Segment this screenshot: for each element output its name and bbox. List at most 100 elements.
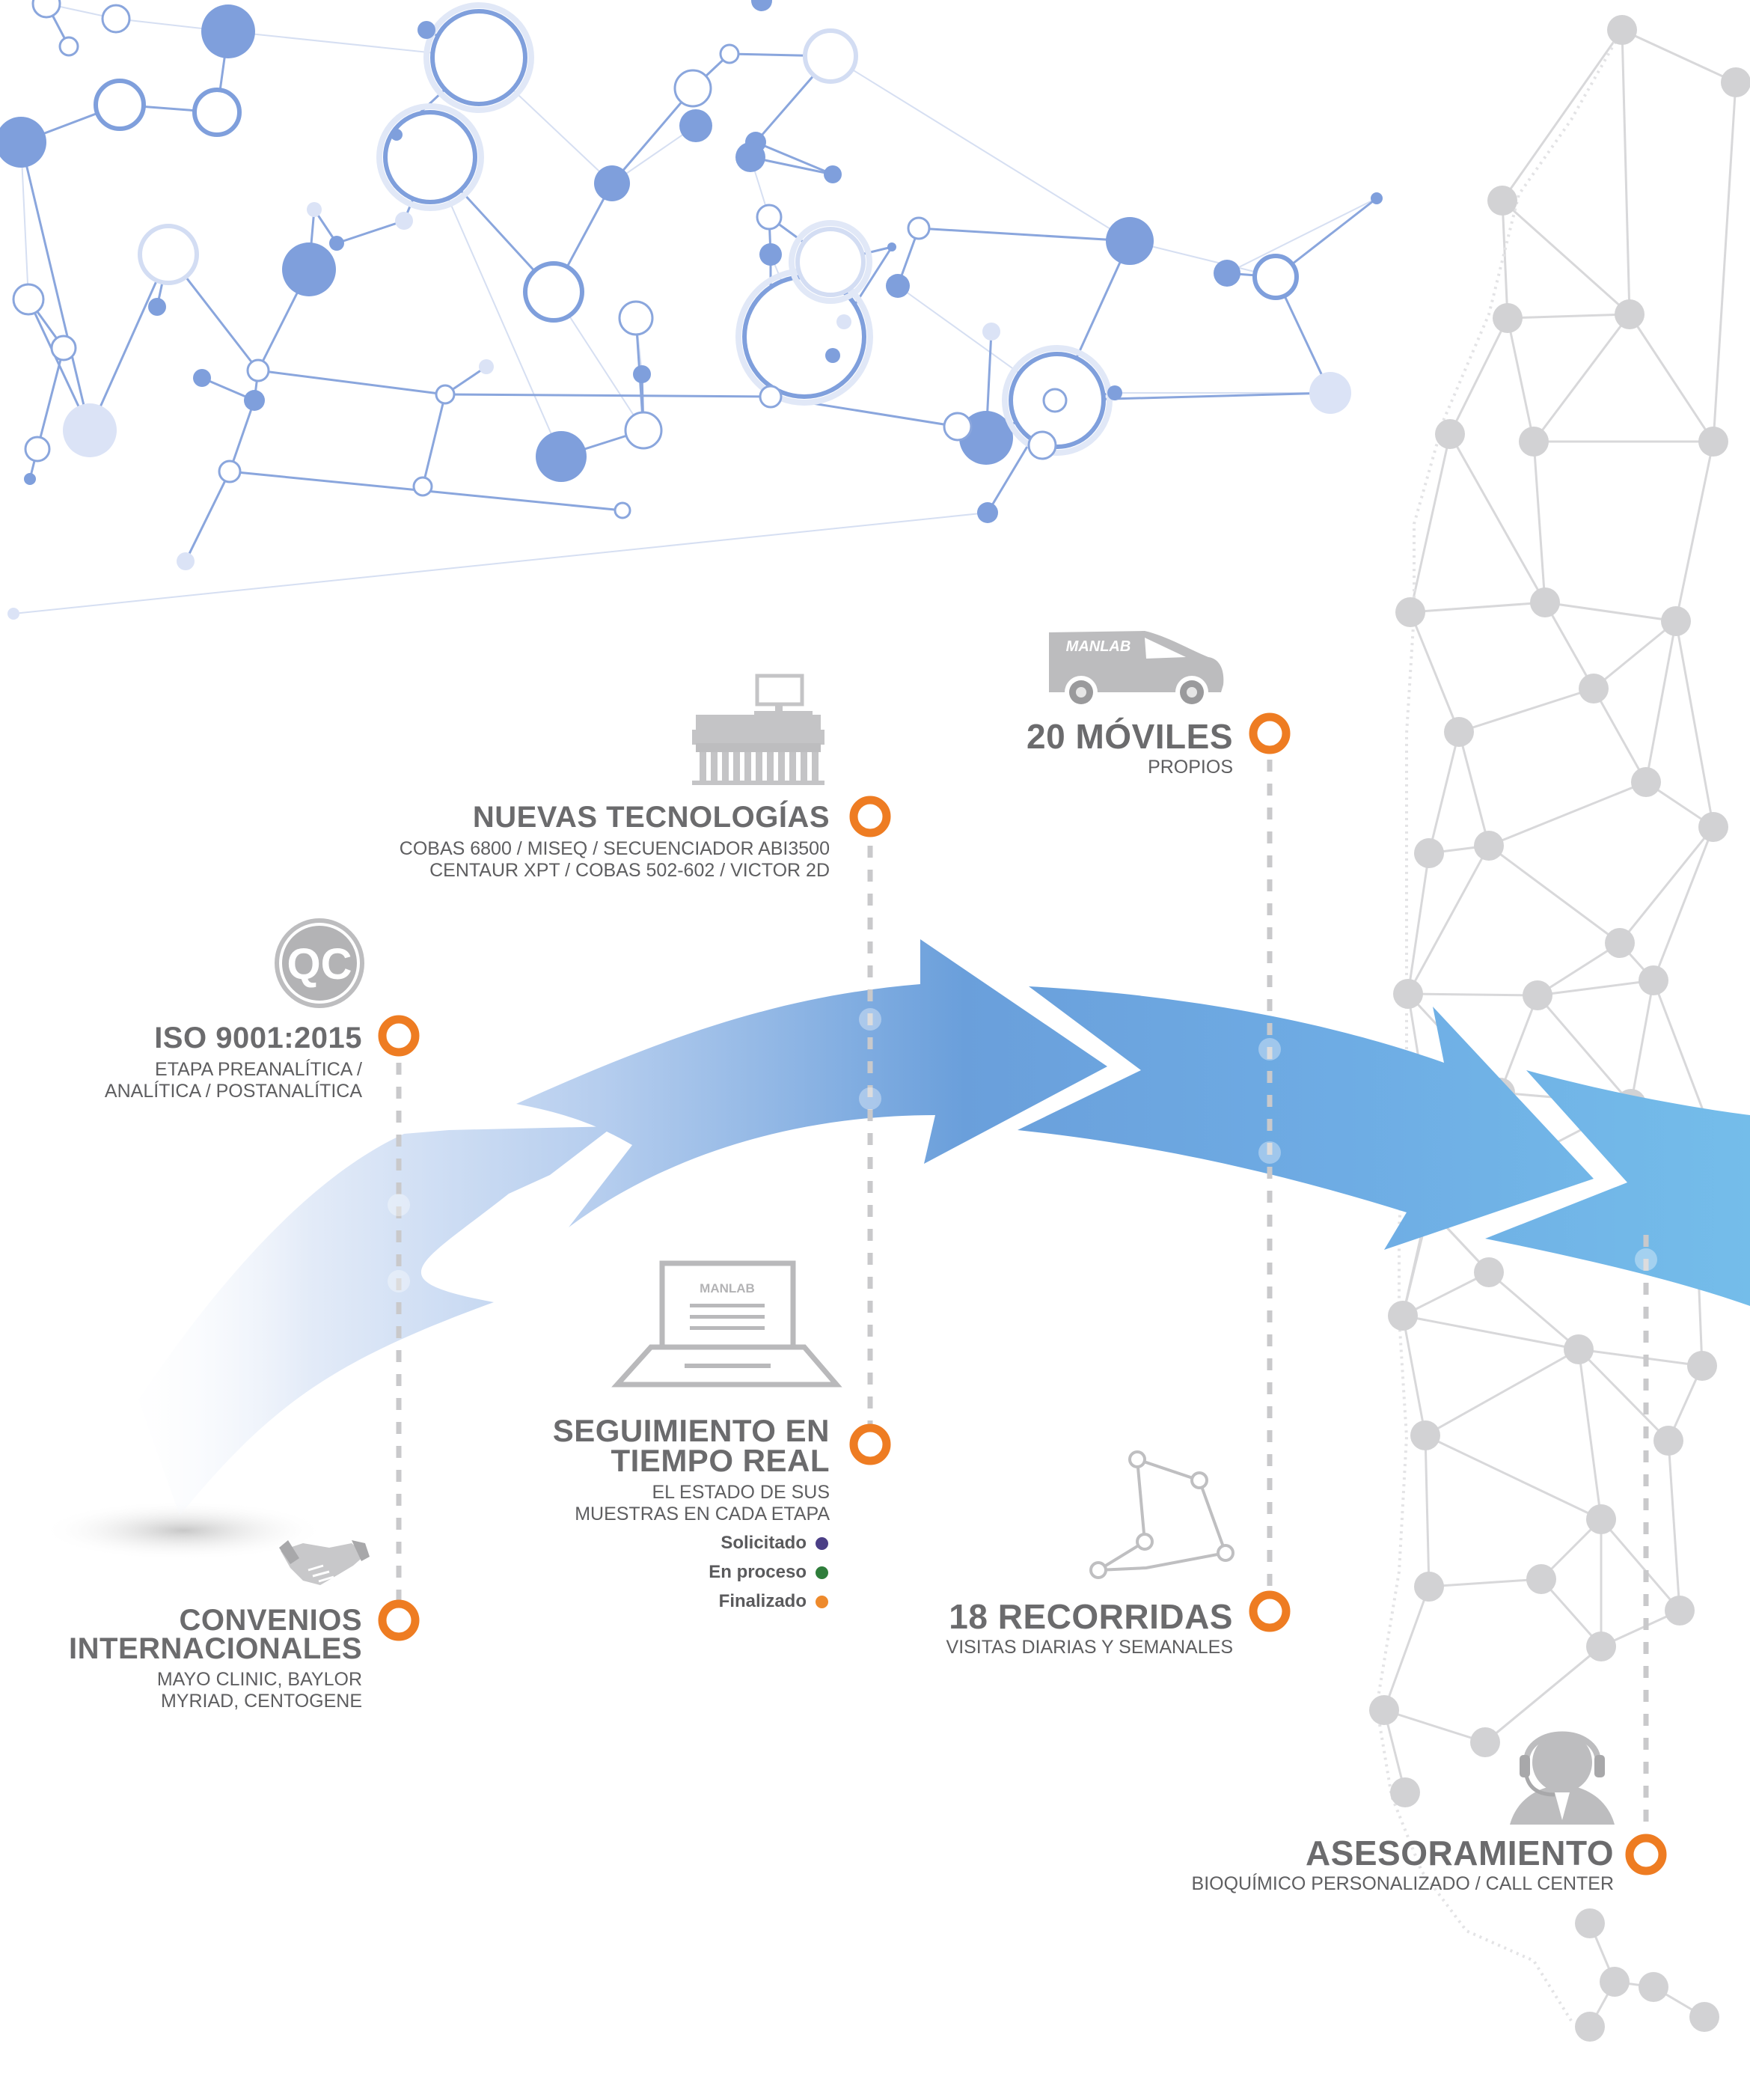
connector-arrow-crossing <box>1635 1248 1657 1271</box>
gray-network-node <box>1414 1572 1444 1602</box>
blue-network-node <box>756 204 783 231</box>
gray-network-link <box>1501 200 1509 319</box>
blue-network-faint-link <box>1129 240 1276 278</box>
gray-network-link <box>1712 82 1737 442</box>
blue-network-node <box>1106 217 1154 265</box>
gray-network-link <box>1536 995 1633 1105</box>
gray-network-link <box>1645 620 1677 783</box>
machine-rib <box>812 752 819 782</box>
blue-network-node <box>218 460 242 483</box>
blue-network-node <box>1107 385 1122 400</box>
blue-network-node <box>1371 192 1383 204</box>
milestone-moviles-subtitle: PROPIOS <box>1148 757 1233 778</box>
blue-network-node <box>12 283 45 316</box>
gray-network-node <box>1393 979 1423 1009</box>
blue-network-node <box>735 142 765 172</box>
gray-network-node <box>1474 831 1504 861</box>
gray-network-link <box>1618 826 1715 944</box>
blue-network-node <box>633 365 651 383</box>
status-solicitado-label: Solicitado <box>721 1533 807 1553</box>
machine-rib <box>700 752 706 782</box>
laptop-tracking-icon: MANLAB <box>611 1260 842 1388</box>
gray-network-link <box>1592 688 1647 783</box>
gray-network-link <box>1488 844 1621 944</box>
blue-network-node <box>536 431 587 482</box>
gray-network-link <box>1652 826 1715 981</box>
gray-network-node <box>1687 1351 1717 1381</box>
gray-network-link <box>1448 433 1546 603</box>
milestone-moviles: 20 MÓVILES PROPIOS <box>1027 719 1233 778</box>
gray-network-link <box>1448 317 1509 435</box>
gray-network-link <box>1540 1578 1603 1647</box>
gray-network-link <box>1457 731 1490 846</box>
milestone-seguimiento-subtitle-1: EL ESTADO DE SUS <box>652 1482 830 1503</box>
blue-network-node <box>391 129 403 141</box>
gray-network-node <box>1605 928 1635 958</box>
blue-network-node <box>1214 260 1240 287</box>
blue-network-node <box>836 314 851 329</box>
blue-network-link <box>444 393 771 398</box>
connector-arrow-crossing <box>1258 1038 1281 1060</box>
blue-network-node <box>759 243 782 266</box>
blue-network-node <box>825 348 840 363</box>
blue-network-node <box>1252 254 1299 300</box>
milestone-convenios-title-1: CONVENIOS <box>179 1604 362 1637</box>
gray-network-node <box>1689 2002 1719 2032</box>
blue-network-node <box>679 109 712 142</box>
milestone-marker <box>378 1015 420 1057</box>
blue-network-node <box>24 473 36 485</box>
connector-arrow-crossing <box>1258 1141 1281 1164</box>
svg-text:MANLAB: MANLAB <box>1066 638 1131 655</box>
gray-network-node <box>1721 67 1750 97</box>
connector-arrow-crossing <box>388 1194 410 1216</box>
gray-network-link <box>1667 1440 1681 1611</box>
blue-network-node <box>7 608 19 620</box>
machine-rib <box>733 752 740 782</box>
blue-network-node <box>58 36 79 57</box>
blue-network-link <box>336 219 405 245</box>
gray-network-node <box>1661 606 1691 636</box>
blue-network-node <box>201 4 255 58</box>
gray-network-node <box>1615 299 1645 329</box>
blue-network-faint-link <box>13 512 988 614</box>
gray-network-node <box>1564 1334 1594 1364</box>
milestone-convenios-subtitle-1: MAYO CLINIC, BAYLOR <box>156 1669 362 1690</box>
blue-network-node <box>395 212 413 230</box>
machine-rib <box>722 752 729 782</box>
arrow-segment-1 <box>138 1126 614 1516</box>
gray-network-link <box>1600 1518 1681 1611</box>
blue-network-node <box>246 358 270 382</box>
status-solicitado: Solicitado <box>721 1533 828 1554</box>
blue-network-node <box>329 236 344 251</box>
gray-network-link <box>1674 620 1715 828</box>
connector-arrow-crossing <box>859 1087 881 1110</box>
blue-network-node <box>417 21 435 39</box>
gray-network-link <box>1532 441 1546 603</box>
blue-network-node <box>0 117 46 168</box>
gray-network-link <box>1630 980 1655 1105</box>
gray-network-node <box>1698 812 1728 842</box>
gray-network-node <box>1487 186 1517 216</box>
gray-network-link <box>1499 995 1539 1093</box>
blue-network-node <box>177 552 195 570</box>
gray-network-link <box>1674 441 1715 622</box>
machine-rib <box>711 752 718 782</box>
blue-network-node <box>94 79 146 131</box>
gray-network-link <box>1458 687 1594 733</box>
machine-rib <box>778 752 785 782</box>
blue-network-node <box>412 476 433 497</box>
arrow-shadow <box>41 1501 325 1560</box>
status-en-proceso: En proceso <box>709 1562 828 1583</box>
blue-network-node <box>795 227 866 297</box>
blue-network-link <box>918 227 1131 242</box>
blue-network-link <box>755 141 833 176</box>
status-en-proceso-label: En proceso <box>709 1562 807 1582</box>
gray-network-node <box>1414 838 1444 868</box>
svg-text:MANLAB: MANLAB <box>700 1281 755 1295</box>
gray-network-link <box>1402 1314 1579 1351</box>
milestone-asesoramiento-title: ASESORAMIENTO <box>1305 1834 1614 1872</box>
gray-network-node <box>1474 1257 1504 1287</box>
gray-network-link <box>1506 317 1535 442</box>
blue-network-node <box>430 9 527 106</box>
